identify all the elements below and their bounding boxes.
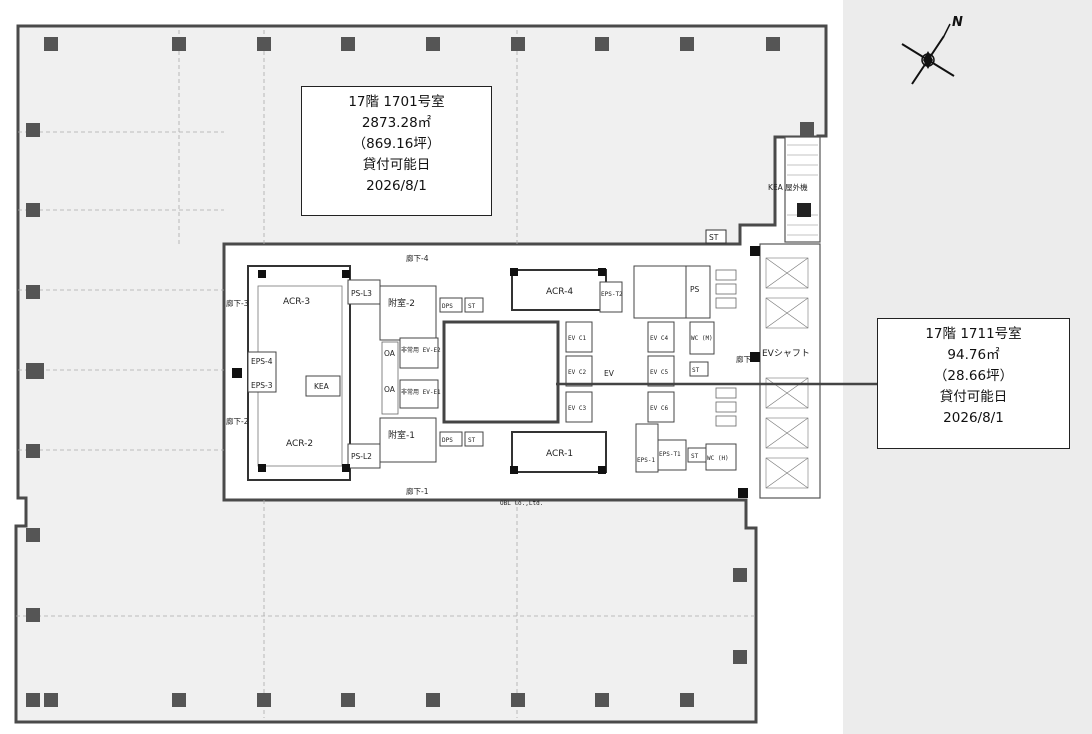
label-ev-c2: EV C2 [568,369,586,376]
label-eps3: EPS-3 [251,381,273,390]
label-ev-shaft: EVシャフト [762,349,810,359]
label-psl2: PS-L2 [351,452,372,461]
unit-1701-area-sqm: 2873.28㎡ [361,115,432,131]
north-label: N [952,15,963,30]
unit-1701-callout: 17階 1701号室 2873.28㎡ （869.16坪） 貸付可能日 2026… [301,86,492,216]
columns [26,37,814,707]
label-st-right: ST [691,453,699,460]
label-oa-1: OA [384,349,396,358]
label-emergency-ev2: 非常用 EV-E2 [401,346,441,354]
label-st-wc: ST [692,367,700,374]
label-st-upper: ST [468,303,476,310]
label-eps-t1: EPS-T1 [659,451,681,458]
label-ev-c5: EV C5 [650,369,668,376]
label-corr-top-4: 廊下-4 [406,253,429,263]
unit-1711-area-sqm: 94.76㎡ [947,347,1000,363]
unit-1711-callout: 17階 1711号室 94.76㎡ （28.66坪） 貸付可能日 2026/8/… [877,318,1070,449]
unit-1711-availability-date: 2026/8/1 [943,410,1004,426]
unit-1711-availability-label: 貸付可能日 [939,389,1008,405]
unit-1701-floor: 17階 [348,94,380,110]
label-ev-c6: EV C6 [650,405,668,412]
office-1701-area [14,24,828,724]
label-acr1: ACR-1 [546,449,573,459]
label-ev-c4: EV C4 [650,335,668,342]
label-psl3: PS-L3 [351,289,372,298]
label-acr3: ACR-3 [283,297,310,307]
unit-1701-availability-label: 貸付可能日 [362,157,431,173]
label-emergency-ev1: 非常用 EV-E1 [401,388,441,396]
building-core: ACR-3 ACR-2 EPS-4 EPS-3 KEA 廊下-3 廊下-2 PS… [226,246,760,498]
label-annex2: 附室-2 [388,297,415,309]
label-wc-h: WC (H) [707,455,729,462]
label-acr2: ACR-2 [286,439,313,449]
label-kea: KEA [314,382,330,391]
label-dps-top: DPS [442,303,453,310]
unit-1711-floor: 17階 [925,326,957,342]
label-wc-m: WC (M) [691,335,713,342]
label-corr-left-2: 廊下-2 [226,416,249,426]
label-st-lower: ST [468,437,476,444]
label-st-top: ST [709,233,719,242]
credit-text: OBL Co.,Ltd. [500,500,543,507]
compass-icon: N [901,15,963,85]
label-eps1: EPS-1 [637,457,655,464]
label-acr4: ACR-4 [546,287,573,297]
unit-1701-availability-date: 2026/8/1 [366,178,427,194]
label-outside-kea: KEA 屋外機 [768,182,808,192]
grid-lines [16,30,756,718]
service-strip: KEA 屋外機 EVシャフト ST [705,136,821,499]
label-corr-left-3: 廊下-3 [226,298,249,308]
label-ev-c3: EV C3 [568,405,586,412]
label-eps-t2: EPS-T2 [601,291,623,298]
unit-1701-room: 1701号室 [383,94,445,110]
label-ps-top: PS [690,285,700,294]
label-corr-bottom-1: 廊下-1 [406,486,429,496]
label-corr-right-5: 廊下-5 [736,354,759,364]
unit-1701-area-tsubo: （869.16坪） [352,136,441,152]
label-annex1: 附室-1 [388,429,415,441]
label-eps4: EPS-4 [251,357,273,366]
label-ev-hall: EV [604,369,615,378]
unit-1711-room: 1711号室 [960,326,1022,342]
label-ev-c1: EV C1 [568,335,586,342]
label-oa-2: OA [384,385,396,394]
label-dps-bottom: DPS [442,437,453,444]
unit-1711-area-tsubo: （28.66坪） [933,368,1014,384]
